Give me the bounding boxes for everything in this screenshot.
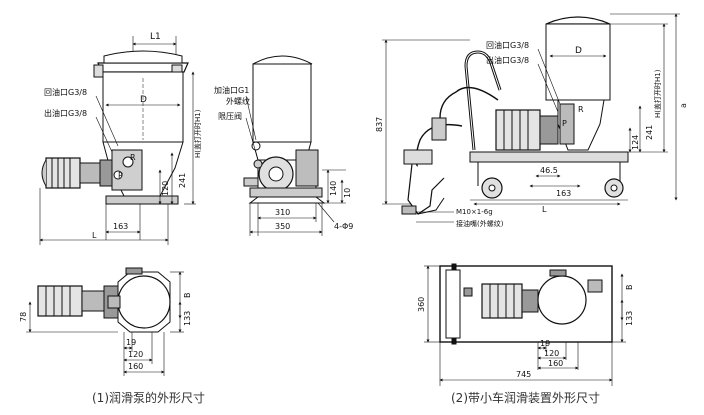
pump-front-labels: L1 D 回油口G3/8 出油口G3/8 R P H(盖打开时H1) 241 1… — [44, 32, 202, 240]
dim-133: 133 — [625, 311, 634, 326]
l-label: L — [92, 231, 97, 240]
holes-label: 4-Φ9 — [334, 222, 353, 231]
fill-port-thread-label: 外螺纹 — [226, 96, 250, 106]
outlet-port-label: 出油口G3/8 — [44, 108, 87, 118]
p-label: P — [118, 171, 123, 180]
diameter-label: D — [575, 46, 582, 56]
pump-top-view — [26, 267, 184, 376]
dim-46-5: 46.5 — [540, 166, 558, 175]
dim-837: 837 — [375, 117, 384, 132]
dim-120: 120 — [161, 181, 170, 196]
return-port-label: 回油口G3/8 — [44, 87, 87, 97]
dim-360: 360 — [417, 297, 426, 312]
dim-124: 124 — [631, 135, 640, 150]
dim-19: 19 — [540, 339, 550, 348]
cart-front-view — [382, 13, 680, 223]
p-label: P — [562, 119, 567, 128]
dim-78: 78 — [19, 312, 28, 322]
cart-front-labels: 837 回油口G3/8 出油口G3/8 D R P H(盖打开时H1) a 24… — [375, 40, 688, 228]
r-label: R — [578, 105, 584, 114]
height-label: H(盖打开时H1) — [193, 109, 202, 158]
pump-side-labels: 加油口G1 外螺纹 限压阀 140 10 310 350 4-Φ9 — [214, 85, 353, 231]
a-label: a — [679, 103, 688, 108]
dim-350: 350 — [275, 222, 290, 231]
dim-10: 10 — [343, 188, 352, 198]
relief-valve-label: 限压阀 — [218, 112, 242, 121]
l1-label: L1 — [150, 32, 161, 42]
dim-163: 163 — [113, 222, 128, 231]
l-label: L — [542, 205, 547, 214]
dim-140: 140 — [329, 181, 338, 196]
pump-front-view — [39, 36, 196, 245]
dim-745: 745 — [516, 370, 531, 379]
b-label: B — [183, 293, 192, 299]
r-label: R — [130, 153, 136, 162]
pump-top-labels: B 133 78 19 120 160 — [19, 293, 192, 372]
fill-port-label: 加油口G1 — [214, 85, 249, 95]
thread-label: M10×1-6g — [456, 208, 493, 216]
dim-310: 310 — [275, 208, 290, 217]
dim-19: 19 — [126, 338, 136, 347]
dim-120: 120 — [128, 350, 143, 359]
dim-241: 241 — [178, 173, 187, 188]
cart-top-view — [424, 263, 626, 386]
dim-160: 160 — [128, 362, 143, 371]
left-caption: (1)润滑泵的外形尺寸 — [92, 391, 205, 405]
nozzle-label: 接油嘴(外螺纹) — [456, 219, 504, 228]
dim-241: 241 — [645, 125, 654, 140]
return-port-label: 回油口G3/8 — [486, 40, 529, 50]
dim-163: 163 — [556, 189, 571, 198]
pump-side-view — [243, 55, 346, 236]
cart-top-labels: 360 B 133 19 120 160 745 — [417, 285, 634, 380]
dim-120: 120 — [544, 349, 559, 358]
right-caption: (2)带小车润滑装置外形尺寸 — [451, 391, 600, 405]
diameter-label: D — [140, 95, 147, 105]
b-label: B — [625, 285, 634, 291]
outlet-port-label: 出油口G3/8 — [486, 55, 529, 65]
dim-160: 160 — [548, 359, 563, 368]
height-label: H(盖打开时H1) — [653, 69, 662, 118]
dim-133: 133 — [183, 311, 192, 326]
